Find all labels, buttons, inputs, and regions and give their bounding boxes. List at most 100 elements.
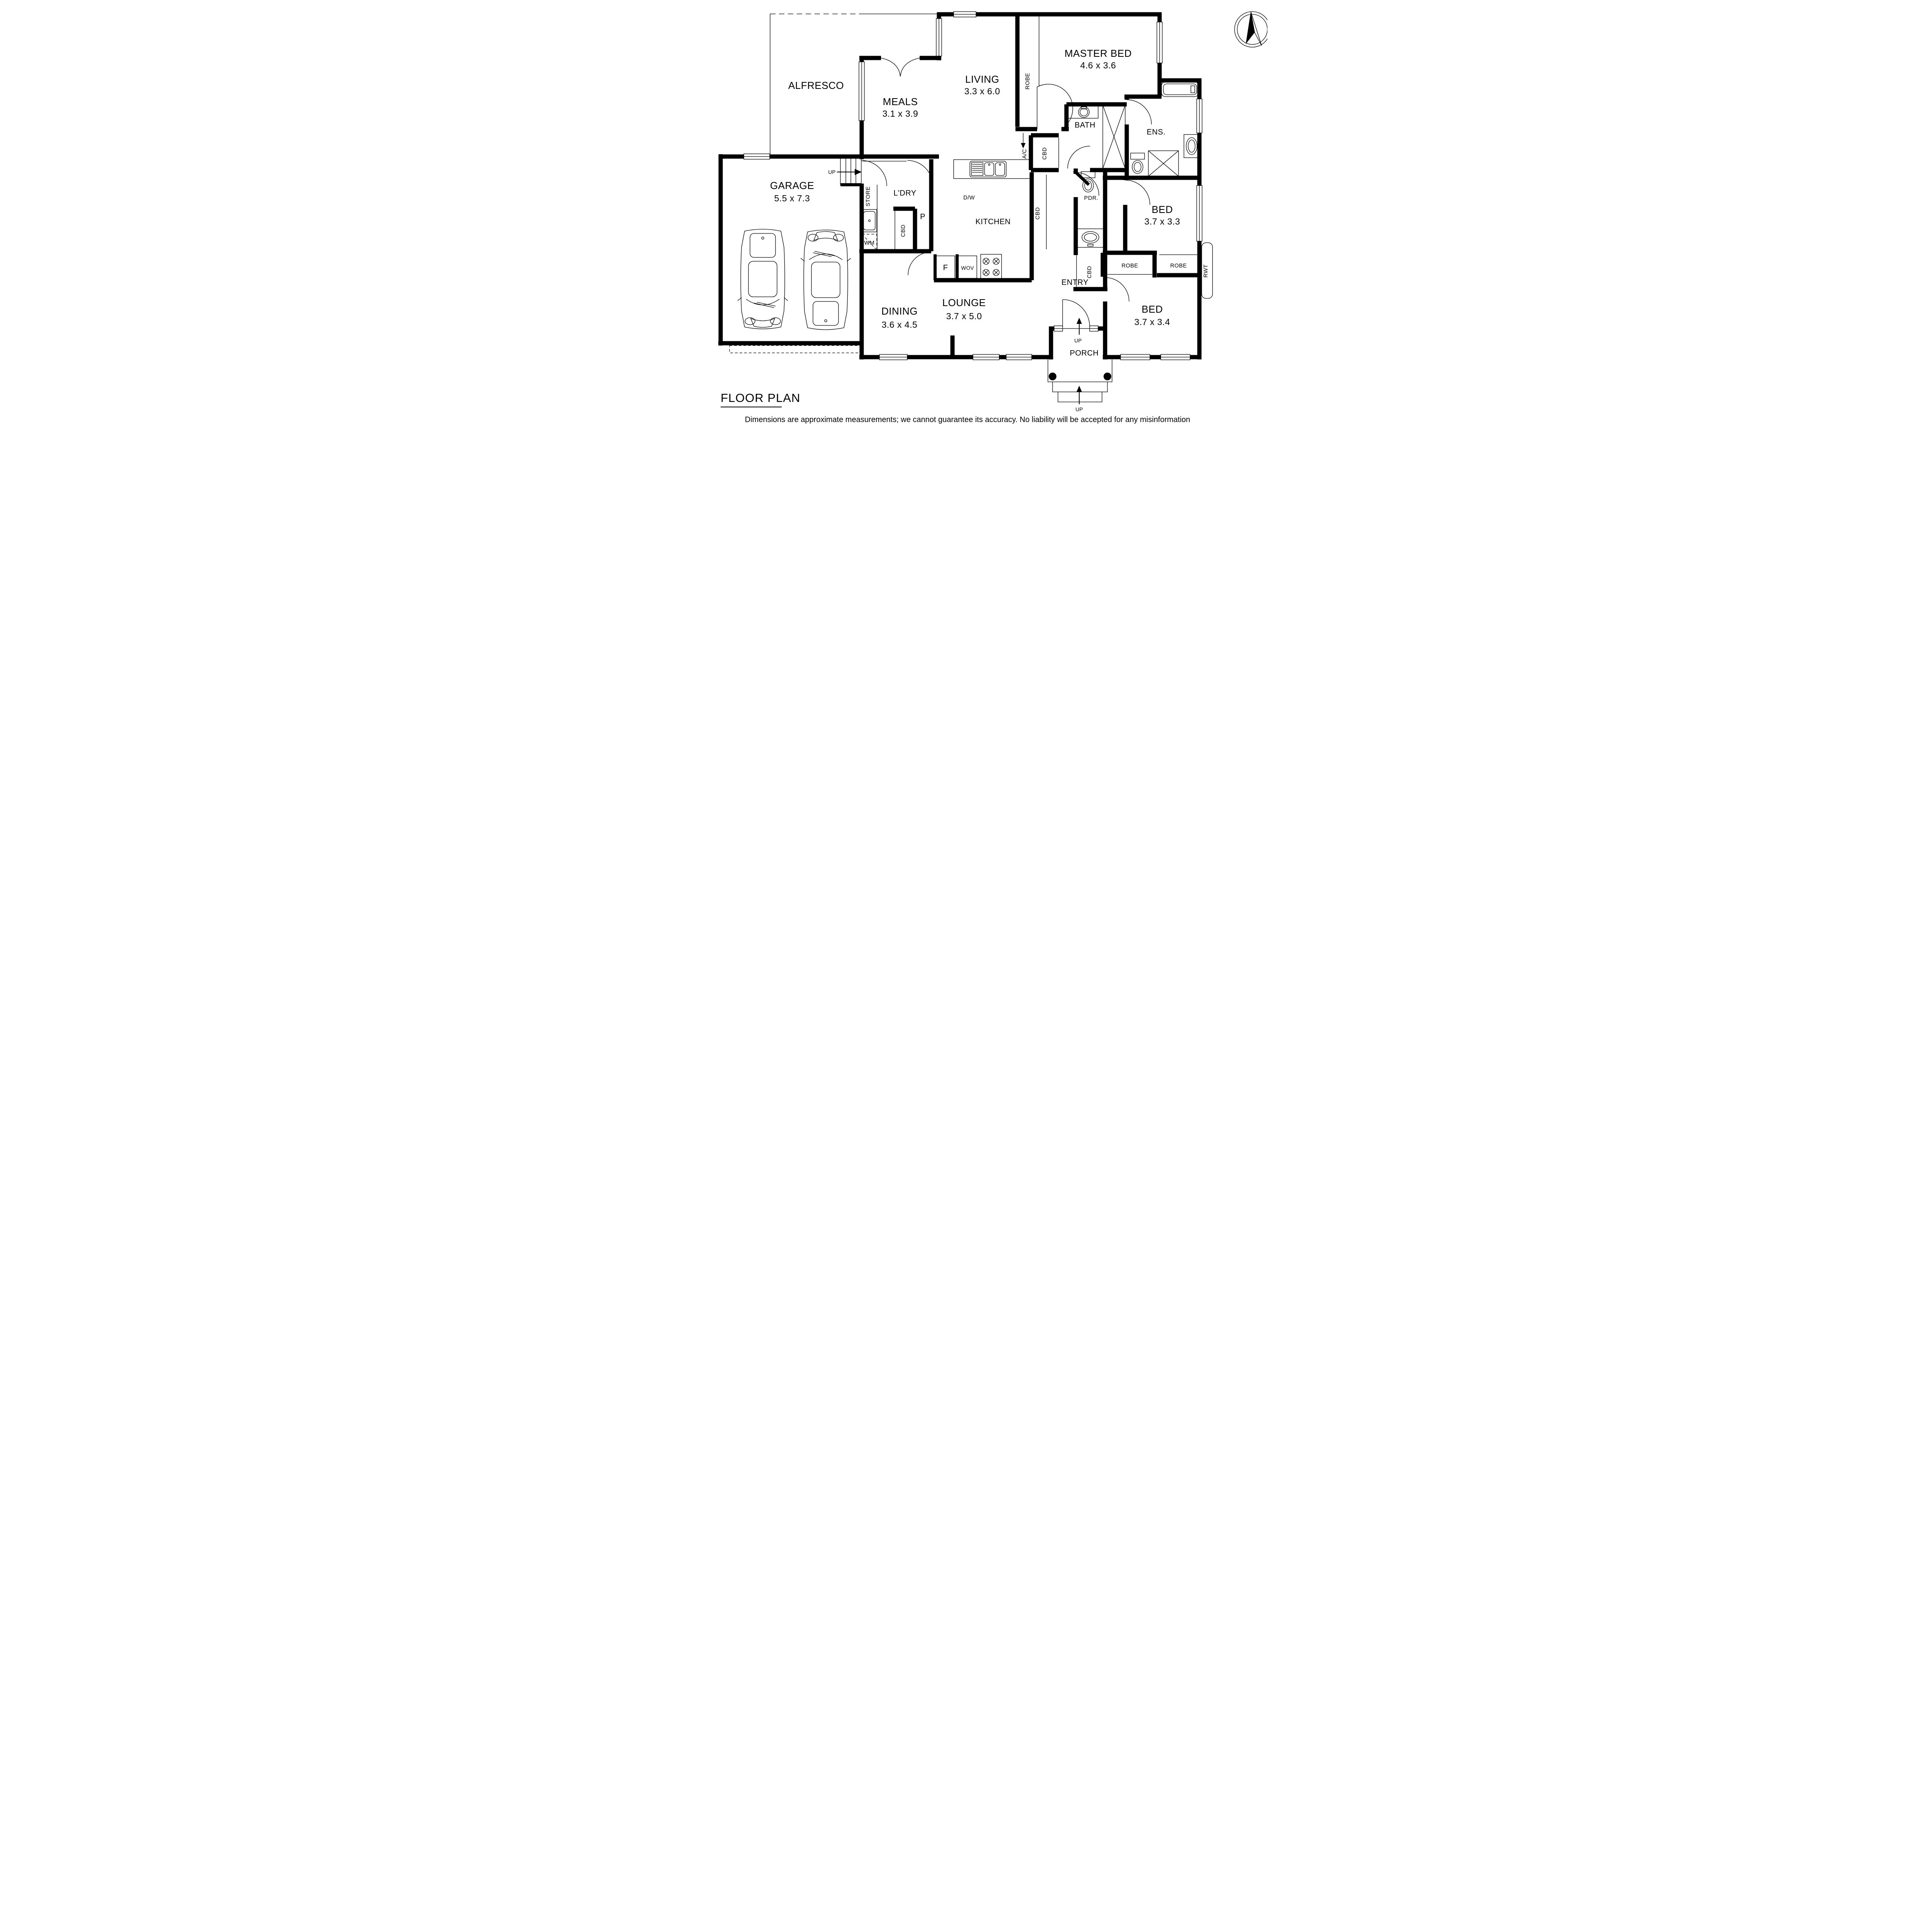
stairs xyxy=(837,158,862,185)
pdr-toilet xyxy=(1081,171,1095,192)
room-label-pdr: PDR. xyxy=(1084,195,1099,201)
label-pantry: P xyxy=(920,213,925,221)
room-dims-master-bed: 4.6 x 3.6 xyxy=(1080,60,1116,70)
label-wm: WM xyxy=(864,240,875,246)
laundry-door-arc xyxy=(907,160,933,186)
page-title: FLOOR PLAN xyxy=(721,391,800,405)
floor-plan-drawing: ALFRESCO MEALS 3.1 x 3.9 LIVING 3.3 x 6.… xyxy=(718,11,1267,424)
room-dims-bed1: 3.7 x 3.3 xyxy=(1145,216,1180,226)
label-cbd-ac: CBD xyxy=(1042,147,1048,160)
master-right-window xyxy=(1156,22,1163,63)
bed1-door xyxy=(1125,180,1150,205)
bed2-door xyxy=(1105,277,1129,302)
room-dims-garage: 5.5 x 7.3 xyxy=(774,193,810,203)
label-fridge: F xyxy=(943,264,948,272)
interior-walls xyxy=(840,94,1201,357)
garage-door xyxy=(729,345,860,353)
porch-up-arrow xyxy=(1077,318,1082,335)
room-label-meals: MEALS xyxy=(883,96,918,107)
label-rwt: RWT xyxy=(1203,264,1209,278)
bed1-right-window xyxy=(1196,185,1202,242)
doors xyxy=(861,58,1152,329)
label-cbd-kitchen: CBD xyxy=(1035,207,1041,220)
master-bed-door xyxy=(1037,84,1073,129)
label-robe-master: ROBE xyxy=(1025,73,1031,89)
room-dims-bed2: 3.7 x 3.4 xyxy=(1134,317,1170,327)
front-door xyxy=(1062,299,1090,329)
bath-shower xyxy=(1102,105,1126,169)
kitchen-bench xyxy=(953,159,1032,179)
kitchen-sink xyxy=(969,161,1007,177)
entry-sidelight-left xyxy=(1054,325,1063,332)
disclaimer-text: Dimensions are approximate measurements;… xyxy=(745,415,1190,424)
floor-plan-page: ALFRESCO MEALS 3.1 x 3.9 LIVING 3.3 x 6.… xyxy=(665,0,1267,426)
label-wall-oven: WOV xyxy=(961,265,974,271)
label-dishwasher: D/W xyxy=(963,195,975,201)
dining-window xyxy=(879,354,908,360)
living-top-window xyxy=(953,11,976,17)
pdr-door xyxy=(1075,172,1099,196)
room-label-dining: DINING xyxy=(881,305,918,317)
alfresco-outline xyxy=(770,14,939,157)
pdr-vanity xyxy=(1076,228,1105,248)
garage-top-window xyxy=(743,153,770,160)
lounge-window-2 xyxy=(1006,354,1032,360)
windows xyxy=(743,11,1202,360)
lounge-window-1 xyxy=(973,354,1000,360)
cooktop xyxy=(980,254,1002,280)
room-dims-meals: 3.1 x 3.9 xyxy=(883,109,918,119)
label-up-porch: UP xyxy=(1074,338,1082,344)
porch-column-right xyxy=(1104,373,1111,380)
label-robe-bed1: ROBE xyxy=(1170,263,1187,269)
label-cbd-ldry: CBD xyxy=(900,225,906,237)
room-label-master-bed: MASTER BED xyxy=(1065,48,1132,59)
room-label-lounge: LOUNGE xyxy=(942,297,986,308)
room-label-entry: ENTRY xyxy=(1061,278,1088,287)
label-robe-bed2: ROBE xyxy=(1121,263,1138,269)
porch-column-left xyxy=(1049,373,1056,380)
hall-arrow xyxy=(1021,133,1026,148)
bath-door xyxy=(1067,146,1090,169)
ens-right-window xyxy=(1196,99,1202,133)
room-label-living: LIVING xyxy=(965,73,999,85)
room-dims-dining: 3.6 x 4.5 xyxy=(882,320,918,330)
car-icon xyxy=(737,229,788,329)
room-label-ens: ENS. xyxy=(1147,128,1166,136)
ens-toilet xyxy=(1130,153,1145,174)
bed2-window-1 xyxy=(1120,354,1150,360)
room-label-alfresco: ALFRESCO xyxy=(788,80,844,91)
wall-oven-box xyxy=(958,255,977,279)
label-store: STORE xyxy=(865,186,871,206)
ens-vanity xyxy=(1184,134,1200,158)
meals-left-window xyxy=(859,61,865,121)
room-label-bath: BATH xyxy=(1075,121,1095,129)
label-ac: A/C xyxy=(1022,149,1028,159)
label-up-steps: UP xyxy=(1075,407,1083,412)
laundry-tub xyxy=(862,209,877,232)
ens-door xyxy=(1126,99,1152,125)
rainwater-tank xyxy=(1201,242,1213,299)
living-left-window xyxy=(936,18,942,56)
label-cbd-pdr: CBD xyxy=(1087,266,1093,278)
garage-door-arc xyxy=(861,160,906,186)
room-dims-living: 3.3 x 6.0 xyxy=(964,86,1000,96)
fridge-box xyxy=(936,255,955,279)
label-up-stairs: UP xyxy=(828,169,835,175)
bed2-window-2 xyxy=(1160,354,1190,360)
ens-shower xyxy=(1148,150,1179,177)
compass-icon xyxy=(1234,11,1267,48)
room-label-ldry: L'DRY xyxy=(893,189,916,197)
porch-steps xyxy=(1048,359,1112,404)
bath-vanity xyxy=(1068,106,1099,119)
washing-machine xyxy=(862,234,877,250)
room-label-porch: PORCH xyxy=(1070,349,1099,358)
entry-sidelight-right xyxy=(1089,325,1099,332)
car-icon-2 xyxy=(800,230,851,330)
room-label-kitchen: KITCHEN xyxy=(975,218,1010,226)
exterior-walls xyxy=(718,12,1202,359)
room-label-bed1: BED xyxy=(1152,204,1173,215)
dining-door-arc xyxy=(908,252,932,276)
room-label-garage: GARAGE xyxy=(770,180,814,191)
room-label-bed2: BED xyxy=(1142,303,1163,315)
ens-bathtub xyxy=(1161,82,1199,97)
